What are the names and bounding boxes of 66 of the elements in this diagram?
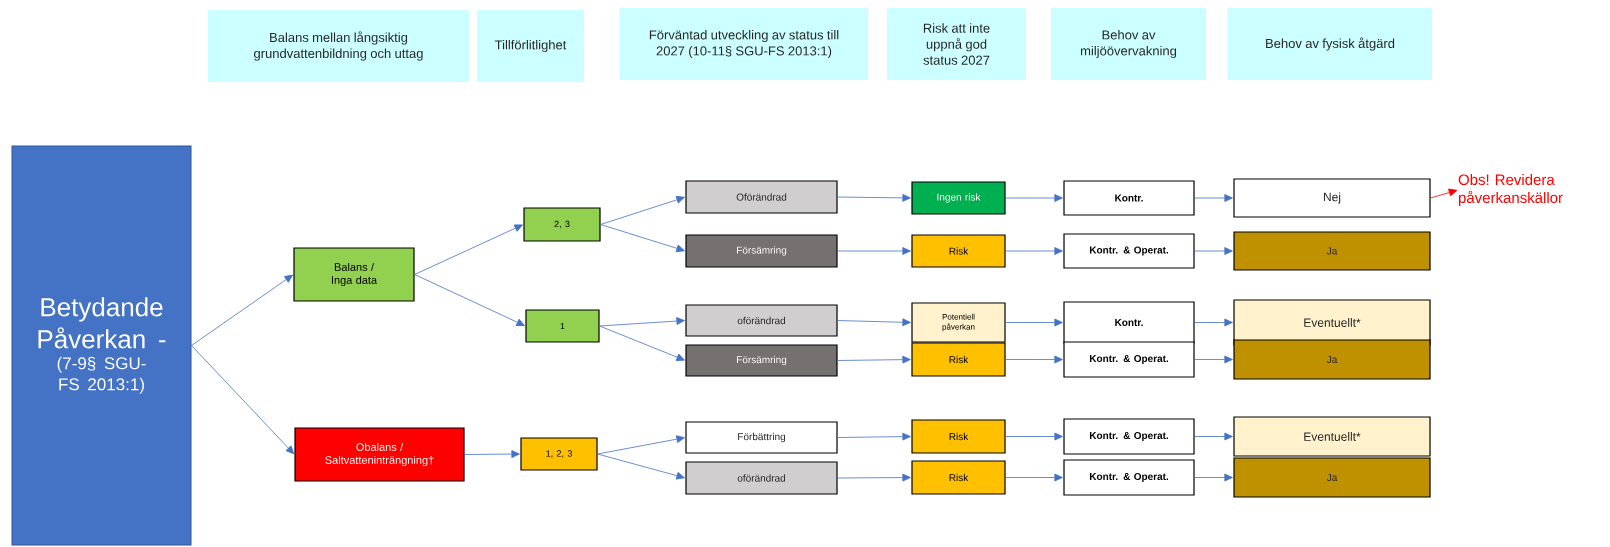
arrow (1194, 473, 1233, 482)
risk-box: Potentiell påverkan (911, 302, 1006, 343)
arrow (191, 274, 293, 346)
action-box: Ja (1233, 457, 1431, 498)
arrow (837, 194, 911, 202)
start-box: Betydande Påverkan - (7-9§ SGU-FS 2013:1) (11, 145, 192, 546)
risk-box: Risk (911, 342, 1006, 377)
action-box: Ja (1233, 231, 1431, 271)
arrow (837, 432, 911, 441)
arrow (600, 224, 685, 253)
arrow (1194, 194, 1233, 202)
action-box: Ja (1233, 339, 1431, 380)
process-box: 1, 2, 3 (520, 437, 598, 471)
monitoring-box: Kontr. (1063, 180, 1195, 216)
arrow (191, 345, 295, 455)
arrow (1005, 194, 1063, 202)
arrow (414, 224, 523, 275)
column-header: Risk att inte uppnå god status 2027 (887, 8, 1026, 80)
process-box: Obalans / Saltvatteninträngning† (294, 427, 465, 482)
process-box: Balans / Inga data (293, 247, 415, 302)
process-box: Oförändrad (685, 180, 838, 214)
monitoring-box: Kontr. & Operat. (1063, 459, 1195, 496)
arrow (837, 247, 911, 255)
arrow (464, 450, 520, 458)
arrow (1430, 188, 1458, 199)
arrow (597, 435, 685, 455)
column-header: Tillförlitlighet (477, 10, 584, 82)
process-box: oförändrad (685, 304, 838, 337)
monitoring-box: Kontr. & Operat. (1063, 418, 1195, 455)
arrow (1005, 355, 1063, 364)
action-box: Eventuellt* (1233, 416, 1431, 457)
arrow (1005, 318, 1063, 327)
process-box: Förbättring (685, 421, 838, 454)
column-header: Behov av fysisk åtgärd (1228, 8, 1432, 80)
process-box: oförändrad (685, 461, 838, 495)
column-header: Förväntad utveckling av status till 2027 (10-11§ SGU-FS 2013:1) (620, 8, 868, 80)
monitoring-box: Kontr. (1063, 301, 1195, 344)
column-header: Balans mellan långsiktig grundvattenbildning och uttag (208, 10, 469, 82)
note-text: Obs! Revidera påverkanskällor (1458, 174, 1563, 206)
risk-box: Ingen risk (911, 181, 1006, 215)
arrow (599, 325, 685, 361)
arrow (599, 317, 685, 327)
arrow (1005, 247, 1063, 255)
arrow (414, 274, 525, 326)
arrow (837, 318, 911, 327)
monitoring-box: Kontr. & Operat. (1063, 233, 1195, 269)
arrow (1194, 247, 1233, 255)
arrow (837, 355, 911, 364)
column-header: Behov av miljöövervakning (1051, 8, 1206, 80)
arrow (1005, 432, 1063, 441)
action-box: Nej (1233, 178, 1431, 218)
arrow (837, 473, 911, 482)
arrow (1194, 432, 1233, 441)
process-box: 1 (525, 309, 600, 343)
arrow (1005, 473, 1063, 482)
monitoring-box: Kontr. & Operat. (1063, 341, 1195, 378)
process-box: 2, 3 (523, 207, 601, 242)
arrow (597, 453, 685, 480)
process-box: Försämring (685, 234, 838, 268)
arrow (1194, 318, 1233, 327)
arrow (600, 195, 685, 225)
risk-box: Risk (911, 419, 1006, 454)
risk-box: Risk (911, 460, 1006, 495)
process-box: Försämring (685, 344, 838, 377)
risk-box: Risk (911, 234, 1006, 268)
arrow (1194, 355, 1233, 364)
